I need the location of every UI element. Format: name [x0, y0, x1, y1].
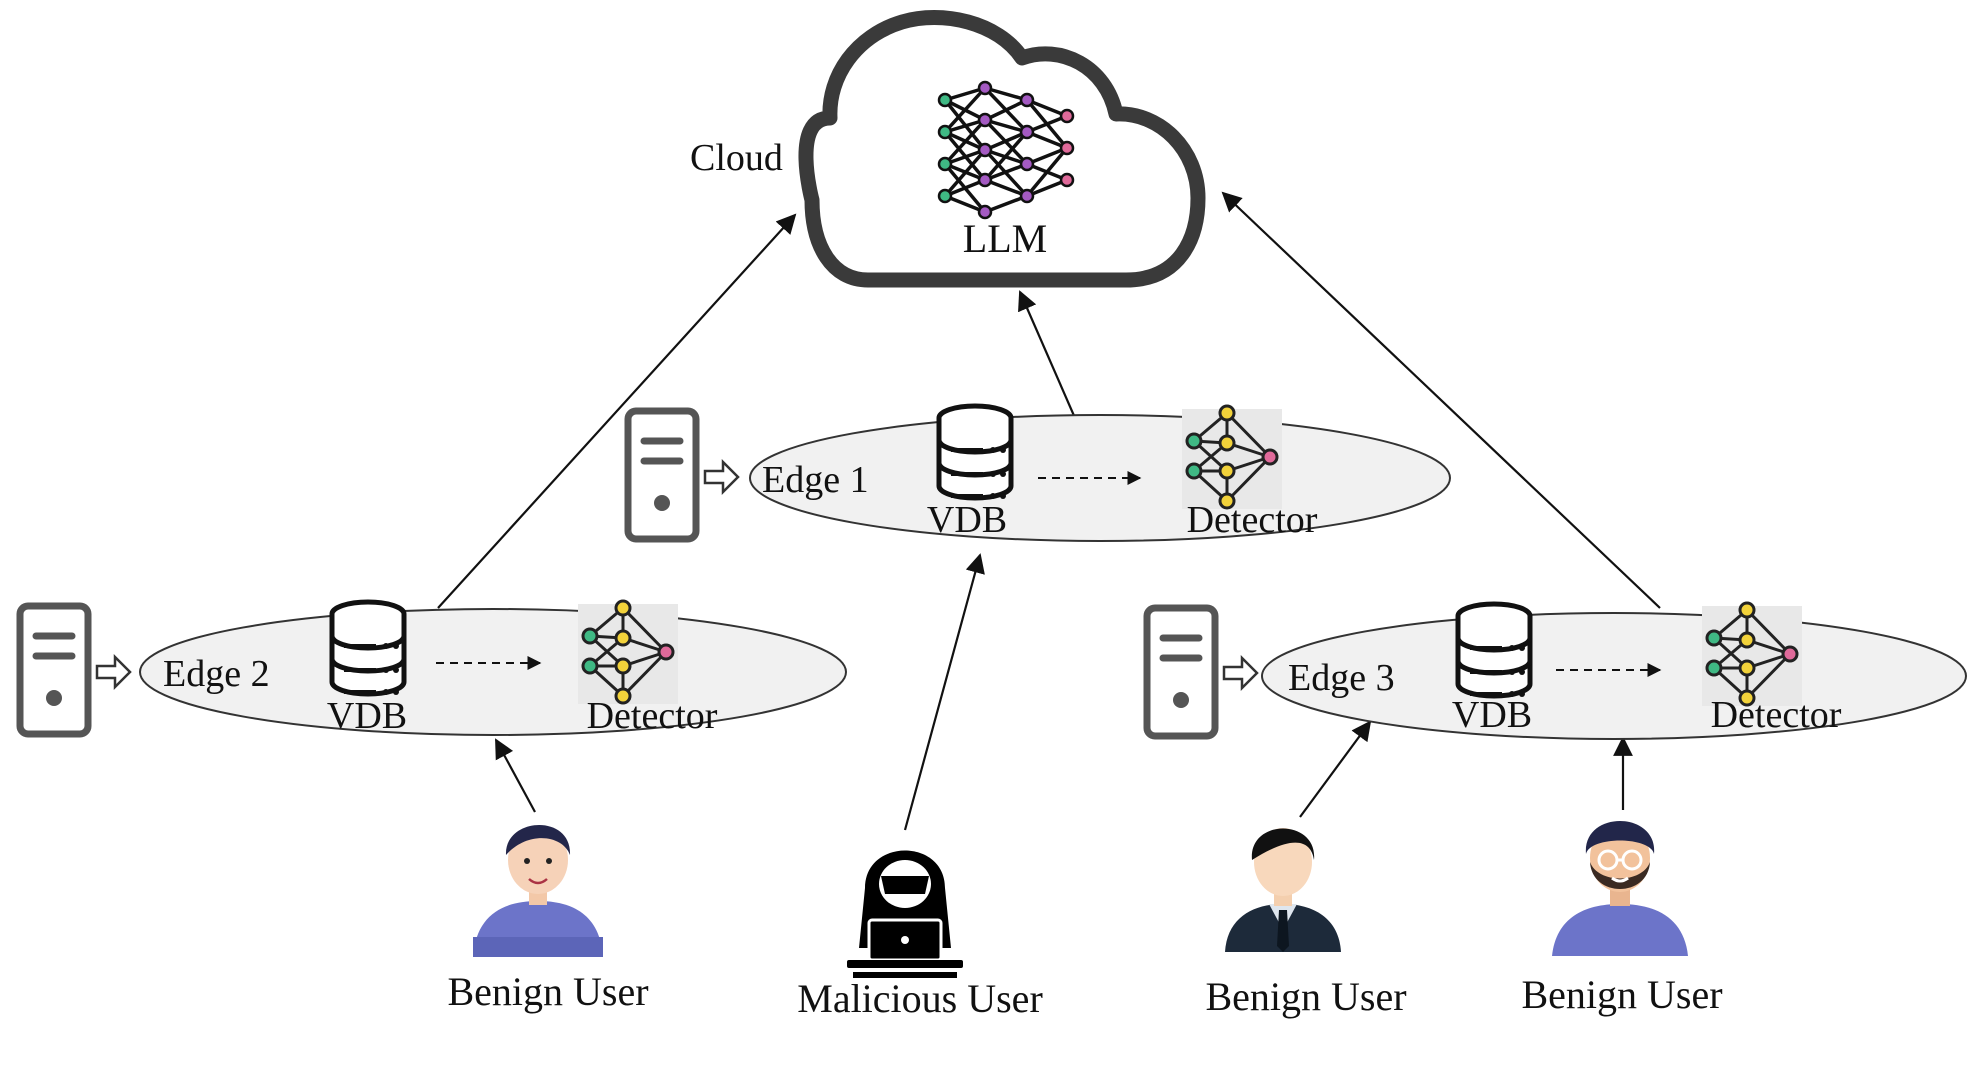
- user-a-label: Benign User: [447, 969, 648, 1014]
- edge-2-vdb-label: VDB: [327, 695, 407, 737]
- user-d-label: Benign User: [1521, 972, 1722, 1017]
- cloud-label: Cloud: [690, 137, 783, 179]
- benign-user-c: Benign User: [1205, 828, 1407, 1019]
- server-icon: [20, 606, 88, 734]
- vdb-icon: [939, 406, 1011, 499]
- llm-label: LLM: [963, 216, 1047, 261]
- detector-icon: [1700, 601, 1804, 708]
- businessman-icon: [1225, 828, 1341, 952]
- connection-arrows: [437, 191, 1661, 831]
- benign-user-a: Benign User: [447, 824, 649, 1014]
- arrow-edge1-to-cloud: [1018, 290, 1077, 419]
- hollow-arrow-icon: [703, 460, 740, 494]
- edge-1-vdb-label: VDB: [927, 499, 1007, 541]
- edge-2-node: Edge 2 VDB Detector: [20, 599, 847, 737]
- user-avatar-icon: [473, 824, 603, 957]
- bearded-user-icon: [1552, 821, 1688, 956]
- malicious-user-label: Malicious User: [797, 976, 1043, 1021]
- detector-icon: [1180, 404, 1284, 511]
- edge-1-detector-label: Detector: [1187, 499, 1318, 541]
- neural-network-icon: [937, 80, 1075, 220]
- arrow-user-a-to-edge2: [495, 738, 536, 813]
- cloud: Cloud LLM: [690, 10, 1206, 288]
- hollow-arrow-icon: [1222, 656, 1259, 690]
- server-icon: [628, 411, 696, 539]
- edge-3-label: Edge 3: [1288, 657, 1395, 699]
- edge-2-label: Edge 2: [163, 653, 270, 695]
- vdb-icon: [332, 602, 404, 695]
- detector-icon: [576, 599, 680, 706]
- hacker-icon: [847, 850, 963, 978]
- arrow-edge3-to-cloud: [1221, 191, 1661, 609]
- hollow-arrow-icon: [95, 655, 132, 689]
- arrow-user-c-to-edge3: [1299, 720, 1372, 818]
- arrow-malicious-to-edge1: [903, 553, 985, 831]
- edge-3-node: Edge 3 VDB Detector: [1147, 601, 1967, 740]
- arrow-edge2-to-cloud: [437, 213, 797, 609]
- malicious-user: Malicious User: [797, 850, 1043, 1021]
- vdb-icon: [1458, 604, 1530, 697]
- edge-3-vdb-label: VDB: [1452, 694, 1532, 736]
- edge-3-detector-label: Detector: [1711, 694, 1842, 736]
- edge-1-node: Edge 1 VDB Detector: [628, 404, 1451, 541]
- user-c-label: Benign User: [1205, 974, 1406, 1019]
- edge-1-label: Edge 1: [762, 459, 869, 501]
- edge-2-detector-label: Detector: [587, 695, 718, 737]
- server-icon: [1147, 608, 1215, 736]
- benign-user-d: Benign User: [1521, 821, 1723, 1017]
